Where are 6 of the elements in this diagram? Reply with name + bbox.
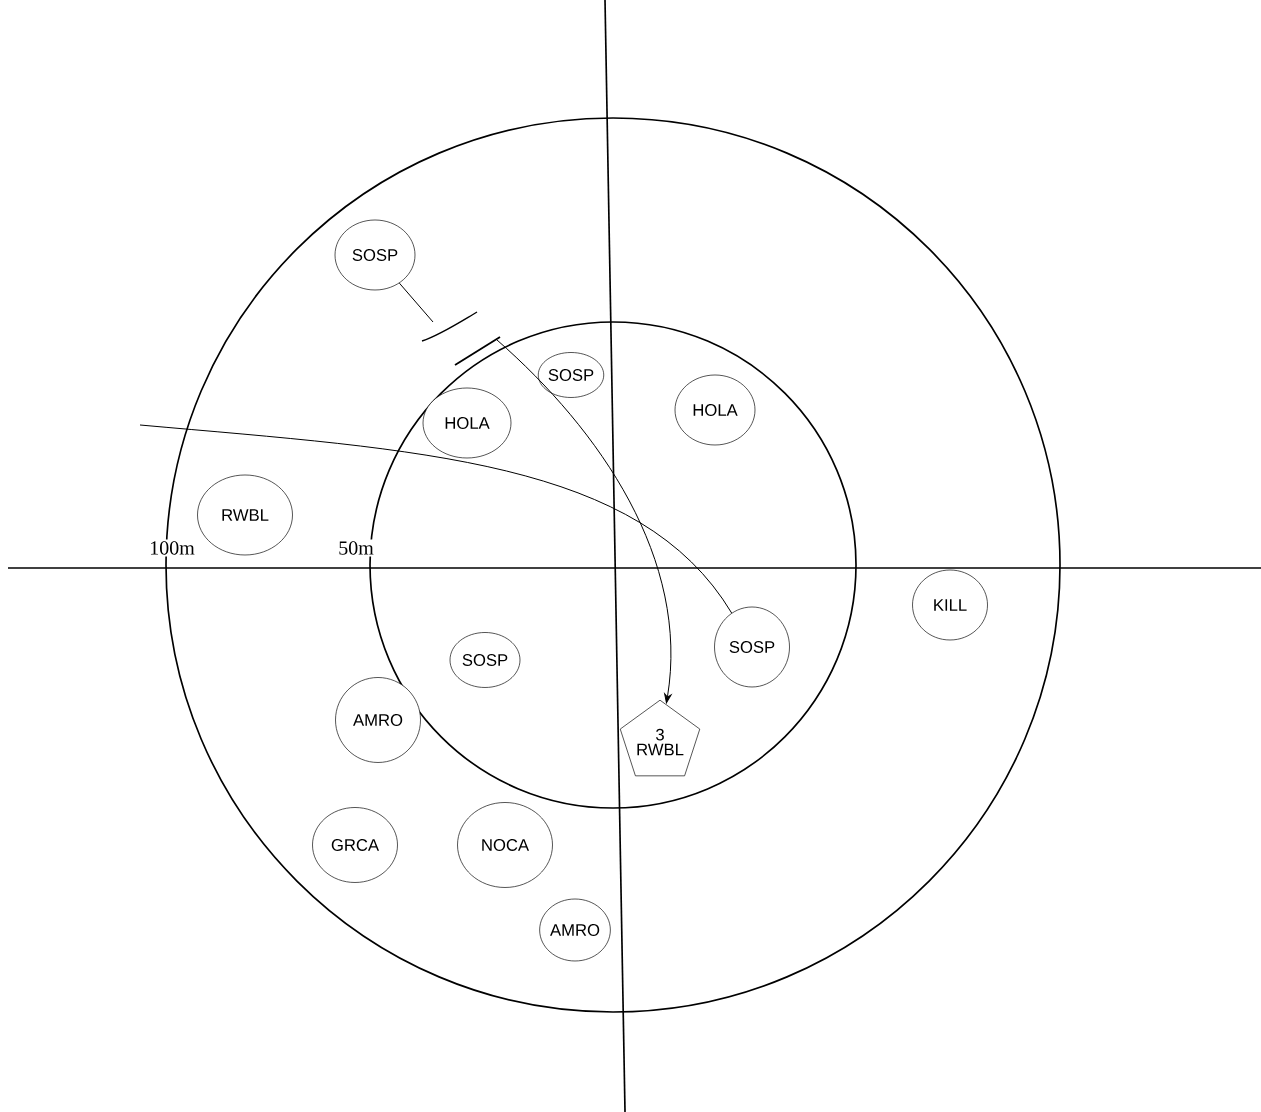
distance-label: 50m xyxy=(336,539,376,557)
flight-line xyxy=(398,282,434,323)
pentagon-node: 3 RWBL xyxy=(619,699,701,777)
distance-label: 100m xyxy=(147,539,197,557)
flight-line xyxy=(496,339,672,704)
flight-line xyxy=(139,424,733,614)
